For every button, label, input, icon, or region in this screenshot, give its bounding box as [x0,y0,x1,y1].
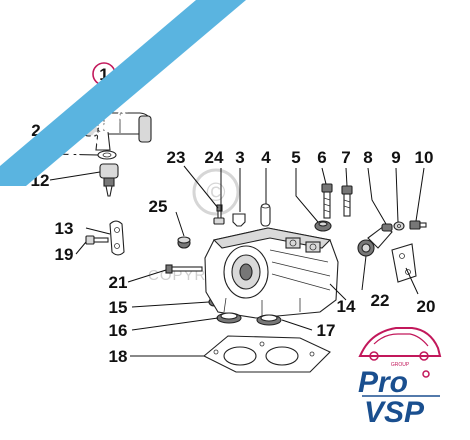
callout-13: 13 [55,219,74,238]
part-13-bracket [109,220,125,256]
part-18-gasket [203,335,331,373]
part-16-seal [216,312,242,324]
part-12-valve [99,163,119,197]
callout-5: 5 [291,148,300,167]
callout-3: 3 [235,148,244,167]
part-20-plate [391,243,417,283]
callout-22: 22 [371,291,390,310]
logo-accent-dot-icon [422,370,430,378]
callout-21: 21 [109,273,128,292]
callout-24: 24 [205,148,224,167]
banner-stripe [0,0,246,186]
callout-8: 8 [363,148,372,167]
callout-18: 18 [109,347,128,366]
callout-14: 14 [337,297,356,316]
part-8-sensor [367,223,393,249]
part-11-ring [97,150,117,160]
car-outline-icon [358,327,442,357]
logo-group-text: GROUP [391,362,410,368]
part-6-bolt [321,183,333,219]
part-22-seal [357,239,375,257]
part-7-bolt [341,185,353,217]
copyright-symbol: © [206,177,225,207]
part-3-clip [232,213,246,227]
callout-9: 9 [391,148,400,167]
logo-pro-text: Pro [358,366,408,399]
callout-23: 23 [167,148,186,167]
callout-1: 1 [99,65,108,84]
logo-vsp-text: VSP [364,396,425,429]
part-10-screw [409,220,427,230]
callout-17: 17 [317,321,336,340]
callout-labels: 1 2 3 4 5 6 7 8 9 10 11 12 13 14 15 16 1… [31,62,436,366]
callout-19: 19 [55,245,74,264]
part-17-seal [256,314,282,326]
callout-16: 16 [109,321,128,340]
callout-7: 7 [341,148,350,167]
part-19-bolt [85,235,109,245]
part-24-plug [213,217,225,225]
provsp-logo: GROUP Pro VSP [358,327,442,429]
part-25-cap [177,236,191,249]
part-4-sleeve [260,203,271,227]
part-9-nut [393,221,405,231]
callout-10: 10 [415,148,434,167]
callout-20: 20 [417,297,436,316]
part-21-stud [165,264,203,274]
callout-4: 4 [261,148,271,167]
callout-25: 25 [149,197,168,216]
callout-2: 2 [31,121,40,140]
callout-6: 6 [317,148,326,167]
callout-15: 15 [109,298,128,317]
part-5-washer [314,220,332,232]
part-14-cylinder-head [204,227,339,319]
